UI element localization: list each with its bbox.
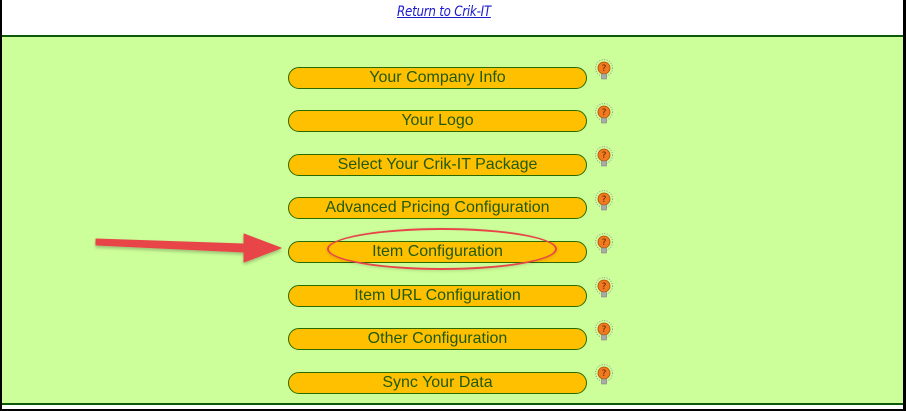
select-package-button[interactable]: Select Your Crik-IT Package xyxy=(288,154,587,176)
advanced-pricing-configuration-button[interactable]: Advanced Pricing Configuration xyxy=(288,197,587,219)
svg-text:?: ? xyxy=(602,238,607,248)
sync-your-data-button[interactable]: Sync Your Data xyxy=(288,372,587,394)
item-url-configuration-button[interactable]: Item URL Configuration xyxy=(288,285,587,307)
help-lightbulb-icon[interactable]: ? xyxy=(594,190,614,214)
svg-text:?: ? xyxy=(602,64,607,74)
help-lightbulb-icon[interactable]: ? xyxy=(594,277,614,301)
other-configuration-button[interactable]: Other Configuration xyxy=(288,328,587,350)
help-lightbulb-icon[interactable]: ? xyxy=(594,103,614,127)
your-logo-button[interactable]: Your Logo xyxy=(288,110,587,132)
svg-text:?: ? xyxy=(602,151,607,161)
help-lightbulb-icon[interactable]: ? xyxy=(594,233,614,257)
help-lightbulb-icon[interactable]: ? xyxy=(594,146,614,170)
svg-text:?: ? xyxy=(602,325,607,335)
svg-text:?: ? xyxy=(602,369,607,379)
svg-text:?: ? xyxy=(602,282,607,292)
svg-text:?: ? xyxy=(602,108,607,118)
svg-text:?: ? xyxy=(602,195,607,205)
your-company-info-button[interactable]: Your Company Info xyxy=(288,67,587,89)
annotation-arrow-icon xyxy=(95,233,282,263)
help-lightbulb-icon[interactable]: ? xyxy=(594,59,614,83)
help-lightbulb-icon[interactable]: ? xyxy=(594,364,614,388)
header: Return to Crik-IT xyxy=(2,0,903,35)
item-configuration-button[interactable]: Item Configuration xyxy=(288,241,587,263)
return-to-crik-it-link[interactable]: Return to Crik-IT xyxy=(397,4,491,20)
help-lightbulb-icon[interactable]: ? xyxy=(594,320,614,344)
